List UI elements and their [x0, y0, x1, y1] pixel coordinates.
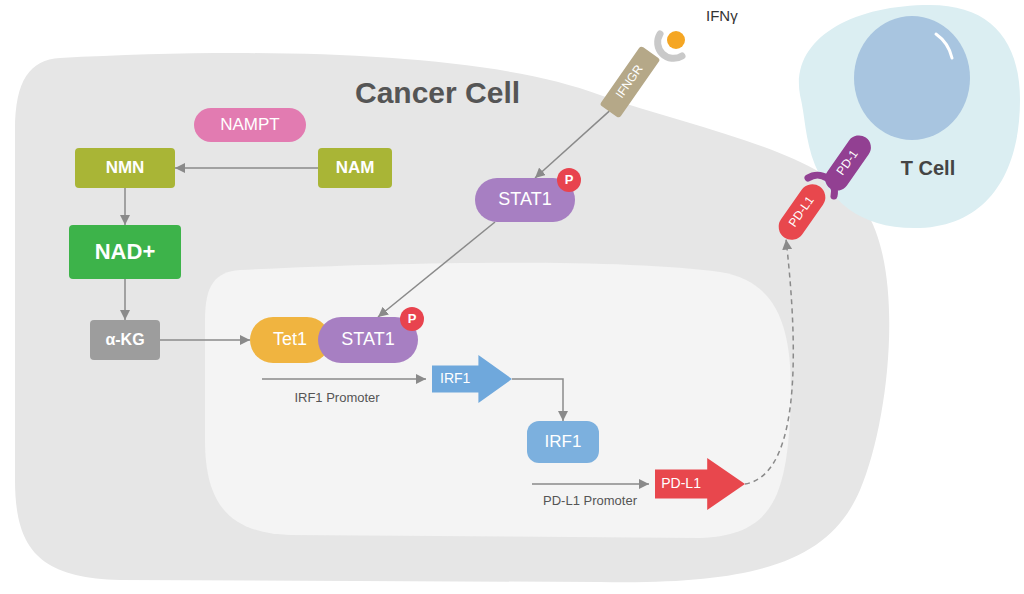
gene-arrow: IRF1 [432, 355, 512, 403]
node-label: NAM [336, 159, 375, 178]
ifn-gamma-dot [667, 31, 685, 49]
node-label: NMN [106, 159, 145, 178]
connector-arrow [160, 339, 250, 341]
node-label: Tet1 [273, 330, 307, 350]
node-label: IFNGR [614, 63, 646, 101]
connector-arrow [378, 222, 495, 317]
node-label: IRF1 [545, 433, 582, 452]
connector-arrow [745, 240, 793, 484]
cell-outline [10, 48, 895, 588]
promoter-arrow [532, 483, 649, 485]
phospho-badge: P [400, 307, 424, 331]
node-label: STAT1 [498, 190, 551, 210]
promoter-arrow [262, 378, 426, 380]
node-label: NAMPT [220, 116, 280, 135]
text-label: IFNγ [706, 8, 738, 25]
text-label: PD-L1 Promoter [543, 494, 637, 508]
gene-label-holder: PD-L1 [655, 458, 707, 510]
protein-pill: IRF1 [527, 421, 599, 463]
metabolite-box: NAD+ [69, 225, 181, 279]
gene-label-holder: IRF1 [432, 355, 478, 403]
connector-arrow [124, 188, 126, 225]
node-label: IRF1 [440, 371, 470, 386]
metabolite-box: α-KG [90, 320, 160, 360]
node-label: PD-L1 [787, 194, 817, 229]
metabolite-box: NAM [318, 148, 392, 188]
node-label: PD-1 [835, 148, 861, 178]
enzyme-pill: NAMPT [194, 108, 306, 142]
node-label: α-KG [105, 331, 144, 349]
receptor: IFNGR [600, 46, 661, 119]
node-label: NAD+ [95, 240, 156, 264]
phospho-badge: P [557, 168, 581, 192]
text-label: IRF1 Promoter [294, 391, 379, 405]
metabolite-box: NMN [75, 148, 175, 188]
node-label: PD-L1 [661, 476, 701, 491]
cancer-cell: Cancer CellNAMPTNMNNAMNAD+α-KGSTAT1PTet1… [10, 48, 895, 588]
node-label: STAT1 [341, 330, 394, 350]
gene-arrow: PD-L1 [655, 458, 745, 510]
receptor-pill: PD-1 [820, 131, 875, 196]
protein-pill: STAT1P [475, 178, 575, 222]
region-title: T Cell [901, 157, 955, 179]
region-title: Cancer Cell [355, 76, 520, 109]
ligand-pill: PD-L1 [774, 179, 831, 245]
protein-pill: STAT1P [318, 317, 418, 363]
connector-arrow [175, 167, 318, 169]
connector-arrow [512, 379, 563, 421]
connector-arrow [124, 279, 126, 320]
